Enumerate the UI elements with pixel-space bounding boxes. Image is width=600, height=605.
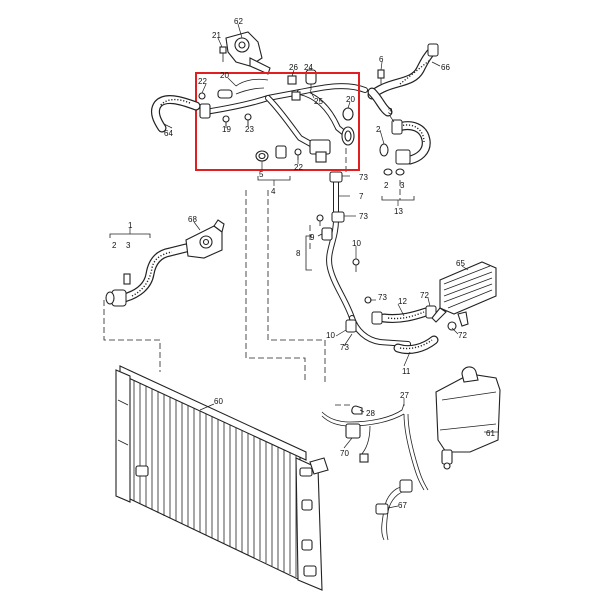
callout-9: 9 bbox=[310, 233, 315, 242]
callout-72: 72 bbox=[420, 291, 429, 300]
callout-26: 26 bbox=[289, 63, 298, 72]
highlighted-pipe-assembly bbox=[198, 69, 368, 163]
callout-3: 3 bbox=[388, 107, 393, 116]
hose-27 bbox=[321, 403, 429, 491]
callout-5: 5 bbox=[259, 170, 264, 179]
screw-21 bbox=[219, 46, 227, 62]
callout-11: 11 bbox=[402, 367, 411, 376]
callout-10: 10 bbox=[352, 239, 361, 248]
callout-12: 12 bbox=[398, 297, 407, 306]
callout-22: 22 bbox=[198, 77, 207, 86]
callout-66: 66 bbox=[441, 63, 450, 72]
callout-25: 25 bbox=[314, 97, 323, 106]
callout-68: 68 bbox=[188, 215, 197, 224]
hose-assembly-13 bbox=[367, 87, 431, 176]
leader-lines bbox=[163, 23, 498, 509]
callout-20: 20 bbox=[220, 71, 229, 80]
callout-19: 19 bbox=[222, 125, 231, 134]
callout-73: 73 bbox=[359, 212, 368, 221]
oil-cooler-65 bbox=[431, 261, 497, 327]
hose-64 bbox=[151, 95, 201, 133]
bolt-6 bbox=[377, 69, 385, 84]
clip-28 bbox=[351, 405, 363, 415]
callout-2: 2 bbox=[376, 125, 381, 134]
callout-2: 2 bbox=[384, 181, 389, 190]
callout-numbers: 62 21 6 66 22 20 26 24 25 20 19 23 64 22… bbox=[112, 17, 495, 510]
callout-7: 7 bbox=[359, 192, 364, 201]
hose-assembly-1 bbox=[105, 243, 191, 307]
callout-8: 8 bbox=[296, 249, 301, 258]
callout-13: 13 bbox=[394, 207, 403, 216]
callout-21: 21 bbox=[212, 31, 221, 40]
grouping-brackets bbox=[109, 176, 415, 271]
hose-67 bbox=[375, 479, 413, 541]
callout-22: 22 bbox=[294, 163, 303, 172]
coolant-pipe-11 bbox=[345, 296, 457, 355]
coolant-pipe-7 bbox=[316, 171, 360, 321]
callout-6: 6 bbox=[379, 55, 384, 64]
callout-4: 4 bbox=[271, 187, 276, 196]
callout-28: 28 bbox=[366, 409, 375, 418]
callout-10: 10 bbox=[326, 331, 335, 340]
callout-73: 73 bbox=[378, 293, 387, 302]
pipe-fitting-68 bbox=[185, 219, 225, 259]
expansion-tank-61 bbox=[435, 366, 501, 470]
callout-1: 1 bbox=[128, 221, 133, 230]
assembly-guide-lines bbox=[103, 130, 401, 406]
callout-73: 73 bbox=[340, 343, 349, 352]
callout-23: 23 bbox=[245, 125, 254, 134]
callout-20: 20 bbox=[346, 95, 355, 104]
callout-65: 65 bbox=[456, 259, 465, 268]
callout-3: 3 bbox=[126, 241, 131, 250]
radiator-60 bbox=[115, 365, 329, 591]
callout-3: 3 bbox=[400, 181, 405, 190]
thermostat-housing-62 bbox=[225, 31, 271, 75]
callout-67: 67 bbox=[398, 501, 407, 510]
callout-61: 61 bbox=[486, 429, 495, 438]
callout-64: 64 bbox=[164, 129, 173, 138]
hose-66 bbox=[367, 43, 439, 100]
callout-70: 70 bbox=[340, 449, 349, 458]
callout-27: 27 bbox=[400, 391, 409, 400]
callout-60: 60 bbox=[214, 397, 223, 406]
callout-73: 73 bbox=[359, 173, 368, 182]
highlight-box bbox=[195, 72, 360, 171]
callout-2: 2 bbox=[112, 241, 117, 250]
callout-72: 72 bbox=[458, 331, 467, 340]
callout-24: 24 bbox=[304, 63, 313, 72]
callout-62: 62 bbox=[234, 17, 243, 26]
